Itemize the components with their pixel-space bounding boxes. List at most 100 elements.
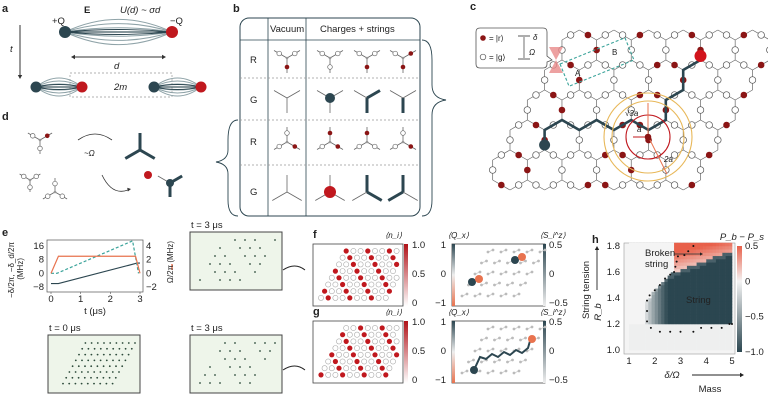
heatmap-cell [719, 272, 723, 276]
site-dot [498, 358, 501, 362]
atom-dot [127, 342, 130, 344]
heatmap-cell [728, 311, 733, 315]
colorbar-tick-label: −1.0 [745, 347, 764, 358]
transition-arrow [77, 133, 113, 141]
heatmap-cell [703, 272, 707, 276]
site-dot [485, 281, 488, 285]
heatmap-cell [657, 278, 662, 283]
vertex-glyph [42, 178, 68, 200]
heatmap-cell [651, 324, 656, 328]
ground-atom [497, 151, 505, 159]
heatmap-cell [638, 291, 643, 296]
heatmap-cell [632, 252, 636, 257]
boundary-dot [658, 284, 661, 286]
heatmap-cell [638, 317, 643, 322]
occupied-site [347, 255, 353, 261]
ground-atom [740, 61, 748, 69]
heatmap-cell [641, 255, 646, 260]
legend-ground-label: = |g⟩ [489, 53, 506, 62]
rydberg-atom [408, 144, 414, 149]
vertex-glyph [352, 175, 383, 202]
heatmap-cell [706, 249, 710, 253]
heatmap-cell [728, 252, 733, 257]
heatmap-cell [719, 285, 723, 289]
atom-dot [118, 359, 121, 362]
atom-dot [93, 382, 95, 385]
heatmap-cell [715, 265, 720, 270]
heatmap-cell [722, 252, 726, 257]
heatmap-cell [728, 298, 733, 302]
occupied-site [354, 358, 360, 365]
heatmap-cell [699, 346, 704, 351]
boundary-dot [728, 323, 731, 325]
empty-site [372, 325, 378, 331]
heatmap-cell [703, 340, 707, 344]
heatmap-cell [645, 311, 649, 315]
heatmap-cell [715, 346, 720, 351]
heatmap-cell [706, 337, 710, 341]
heatmap-cell [661, 314, 665, 318]
heatmap-cell [725, 275, 730, 279]
colorbar-tick-label: 0 [549, 269, 554, 280]
heatmap-cell [715, 337, 720, 341]
atom-dot [90, 342, 93, 344]
heatmap-cell [632, 330, 636, 335]
heatmap-cell [657, 265, 662, 270]
heatmap-cell [654, 337, 659, 341]
heatmap-cell [651, 304, 656, 309]
heatmap-cell [674, 307, 678, 312]
heatmap-cell [629, 314, 633, 318]
site-dot [493, 360, 496, 364]
empty-site [364, 274, 371, 281]
heatmap-cell [712, 298, 717, 302]
site-dot [467, 360, 470, 364]
heatmap-cell [632, 268, 636, 273]
heatmap-cell [674, 285, 678, 289]
heatmap-cell [635, 268, 639, 273]
heatmap-cell [674, 242, 678, 247]
colorbar-tick-label: 0 [549, 346, 554, 357]
heatmap-cell [674, 246, 678, 250]
heatmap-cell [719, 265, 723, 270]
heatmap-cell [693, 246, 697, 250]
heatmap-cell [725, 330, 730, 335]
heatmap-cell [632, 307, 636, 312]
heatmap-cell [703, 294, 707, 299]
y-tick-label: 1.6 [607, 267, 620, 278]
heatmap-cell [657, 268, 662, 273]
occupied-site [336, 275, 342, 281]
heatmap-cell [686, 291, 691, 296]
empty-site [325, 358, 332, 365]
ground-atom [601, 31, 609, 39]
row-label: R [250, 55, 257, 66]
heatmap-cell [677, 255, 681, 260]
heatmap-cell [699, 255, 704, 260]
occupied-site [379, 325, 385, 331]
heatmap-cell [677, 268, 681, 273]
ground-atom [618, 91, 627, 99]
heatmap-cell [648, 252, 652, 257]
heatmap-cell [648, 320, 652, 325]
heatmap-cell [657, 311, 662, 315]
heatmap-cell [722, 340, 726, 344]
heatmap-cell [654, 268, 659, 273]
atom-dot [109, 353, 111, 356]
heatmap-cell [699, 324, 704, 328]
heatmap-cell [690, 324, 694, 328]
heatmap-cell [699, 291, 704, 296]
heatmap-cell [632, 304, 636, 309]
omega-label: ~Ω [84, 149, 95, 158]
heatmap-cell [657, 294, 662, 299]
empty-site [379, 248, 386, 254]
y-right-tick-label: 2 [146, 255, 151, 266]
heatmap-cell [629, 249, 633, 253]
vertex-glyph [272, 175, 302, 201]
heatmap-cell [680, 255, 685, 260]
ground-atom [592, 166, 601, 174]
heatmap-cell [670, 337, 675, 341]
heatmap-cell [683, 340, 688, 344]
heatmap-cell [657, 259, 662, 263]
ground-atom [506, 136, 514, 144]
